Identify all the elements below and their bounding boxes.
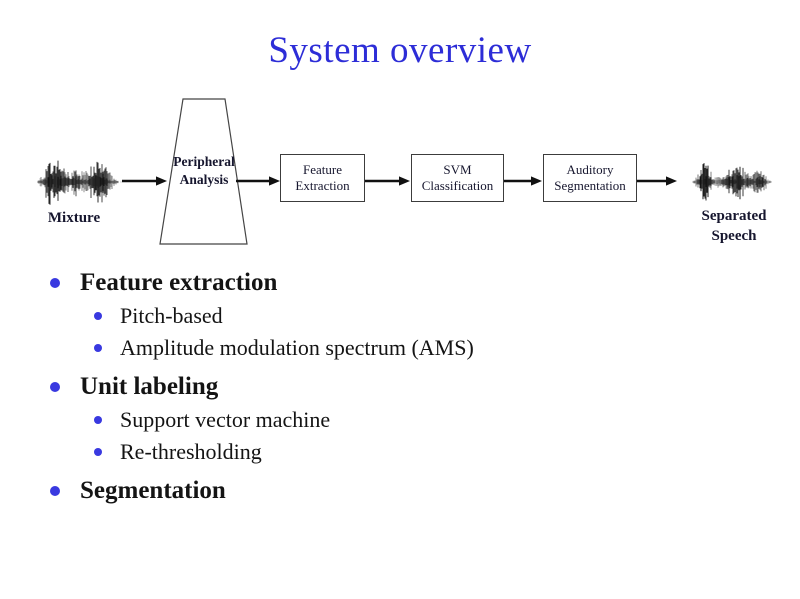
list-item-label: Unit labeling xyxy=(80,373,219,400)
bullet-list: Feature extraction Pitch-based Amplitude… xyxy=(44,266,764,508)
bullet-icon xyxy=(50,486,60,496)
list-item-label: Re-thresholding xyxy=(120,439,262,464)
list-item-label: Feature extraction xyxy=(80,269,278,296)
list-item-ams: Amplitude modulation spectrum (AMS) xyxy=(76,332,764,364)
bullet-icon xyxy=(50,278,60,288)
flow-arrows xyxy=(122,176,677,186)
list-item-pitch-based: Pitch-based xyxy=(76,300,764,332)
slide-title: System overview xyxy=(268,30,532,71)
list-item-label: Segmentation xyxy=(80,477,226,504)
list-item-label: Amplitude modulation spectrum (AMS) xyxy=(120,335,474,360)
svm-classification-line1: SVM xyxy=(443,161,472,177)
svm-classification-box: SVM Classification xyxy=(411,154,504,202)
peripheral-analysis-line2: Analysis xyxy=(179,171,229,187)
peripheral-analysis-trapezoid xyxy=(159,98,248,245)
list-item-label: Pitch-based xyxy=(120,303,223,328)
list-item-label: Support vector machine xyxy=(120,407,331,432)
flow-diagram xyxy=(37,98,772,245)
separated-speech-line1: Separated xyxy=(701,208,767,224)
separated-speech-waveform-icon xyxy=(692,163,772,201)
auditory-segmentation-line1: Auditory xyxy=(566,161,614,177)
feature-extraction-line1: Feature xyxy=(303,161,342,177)
list-item-re-thresholding: Re-thresholding xyxy=(76,436,764,468)
list-item-feature-extraction: Feature extraction xyxy=(44,266,764,300)
feature-extraction-line2: Extraction xyxy=(295,178,350,193)
feature-extraction-box: Feature Extraction xyxy=(280,154,365,202)
bullet-icon xyxy=(94,448,102,456)
svm-classification-line2: Classification xyxy=(421,178,494,193)
separated-speech-label: Separated Speech xyxy=(692,206,776,247)
bullet-icon xyxy=(50,382,60,392)
separated-speech-line2: Speech xyxy=(711,228,757,245)
bullet-icon xyxy=(94,416,102,424)
bullet-icon xyxy=(94,312,102,320)
auditory-segmentation-line2: Segmentation xyxy=(554,178,626,193)
auditory-segmentation-box: Auditory Segmentation xyxy=(543,154,637,202)
bullet-icon xyxy=(94,344,102,352)
mixture-label: Mixture xyxy=(47,210,101,226)
list-item-segmentation: Segmentation xyxy=(44,474,764,508)
peripheral-analysis-line1: Peripheral xyxy=(173,154,235,169)
list-item-unit-labeling: Unit labeling xyxy=(44,370,764,404)
peripheral-analysis-label: Peripheral Analysis xyxy=(169,153,239,188)
mixture-waveform-icon xyxy=(37,160,122,205)
list-item-support-vector-machine: Support vector machine xyxy=(76,404,764,436)
